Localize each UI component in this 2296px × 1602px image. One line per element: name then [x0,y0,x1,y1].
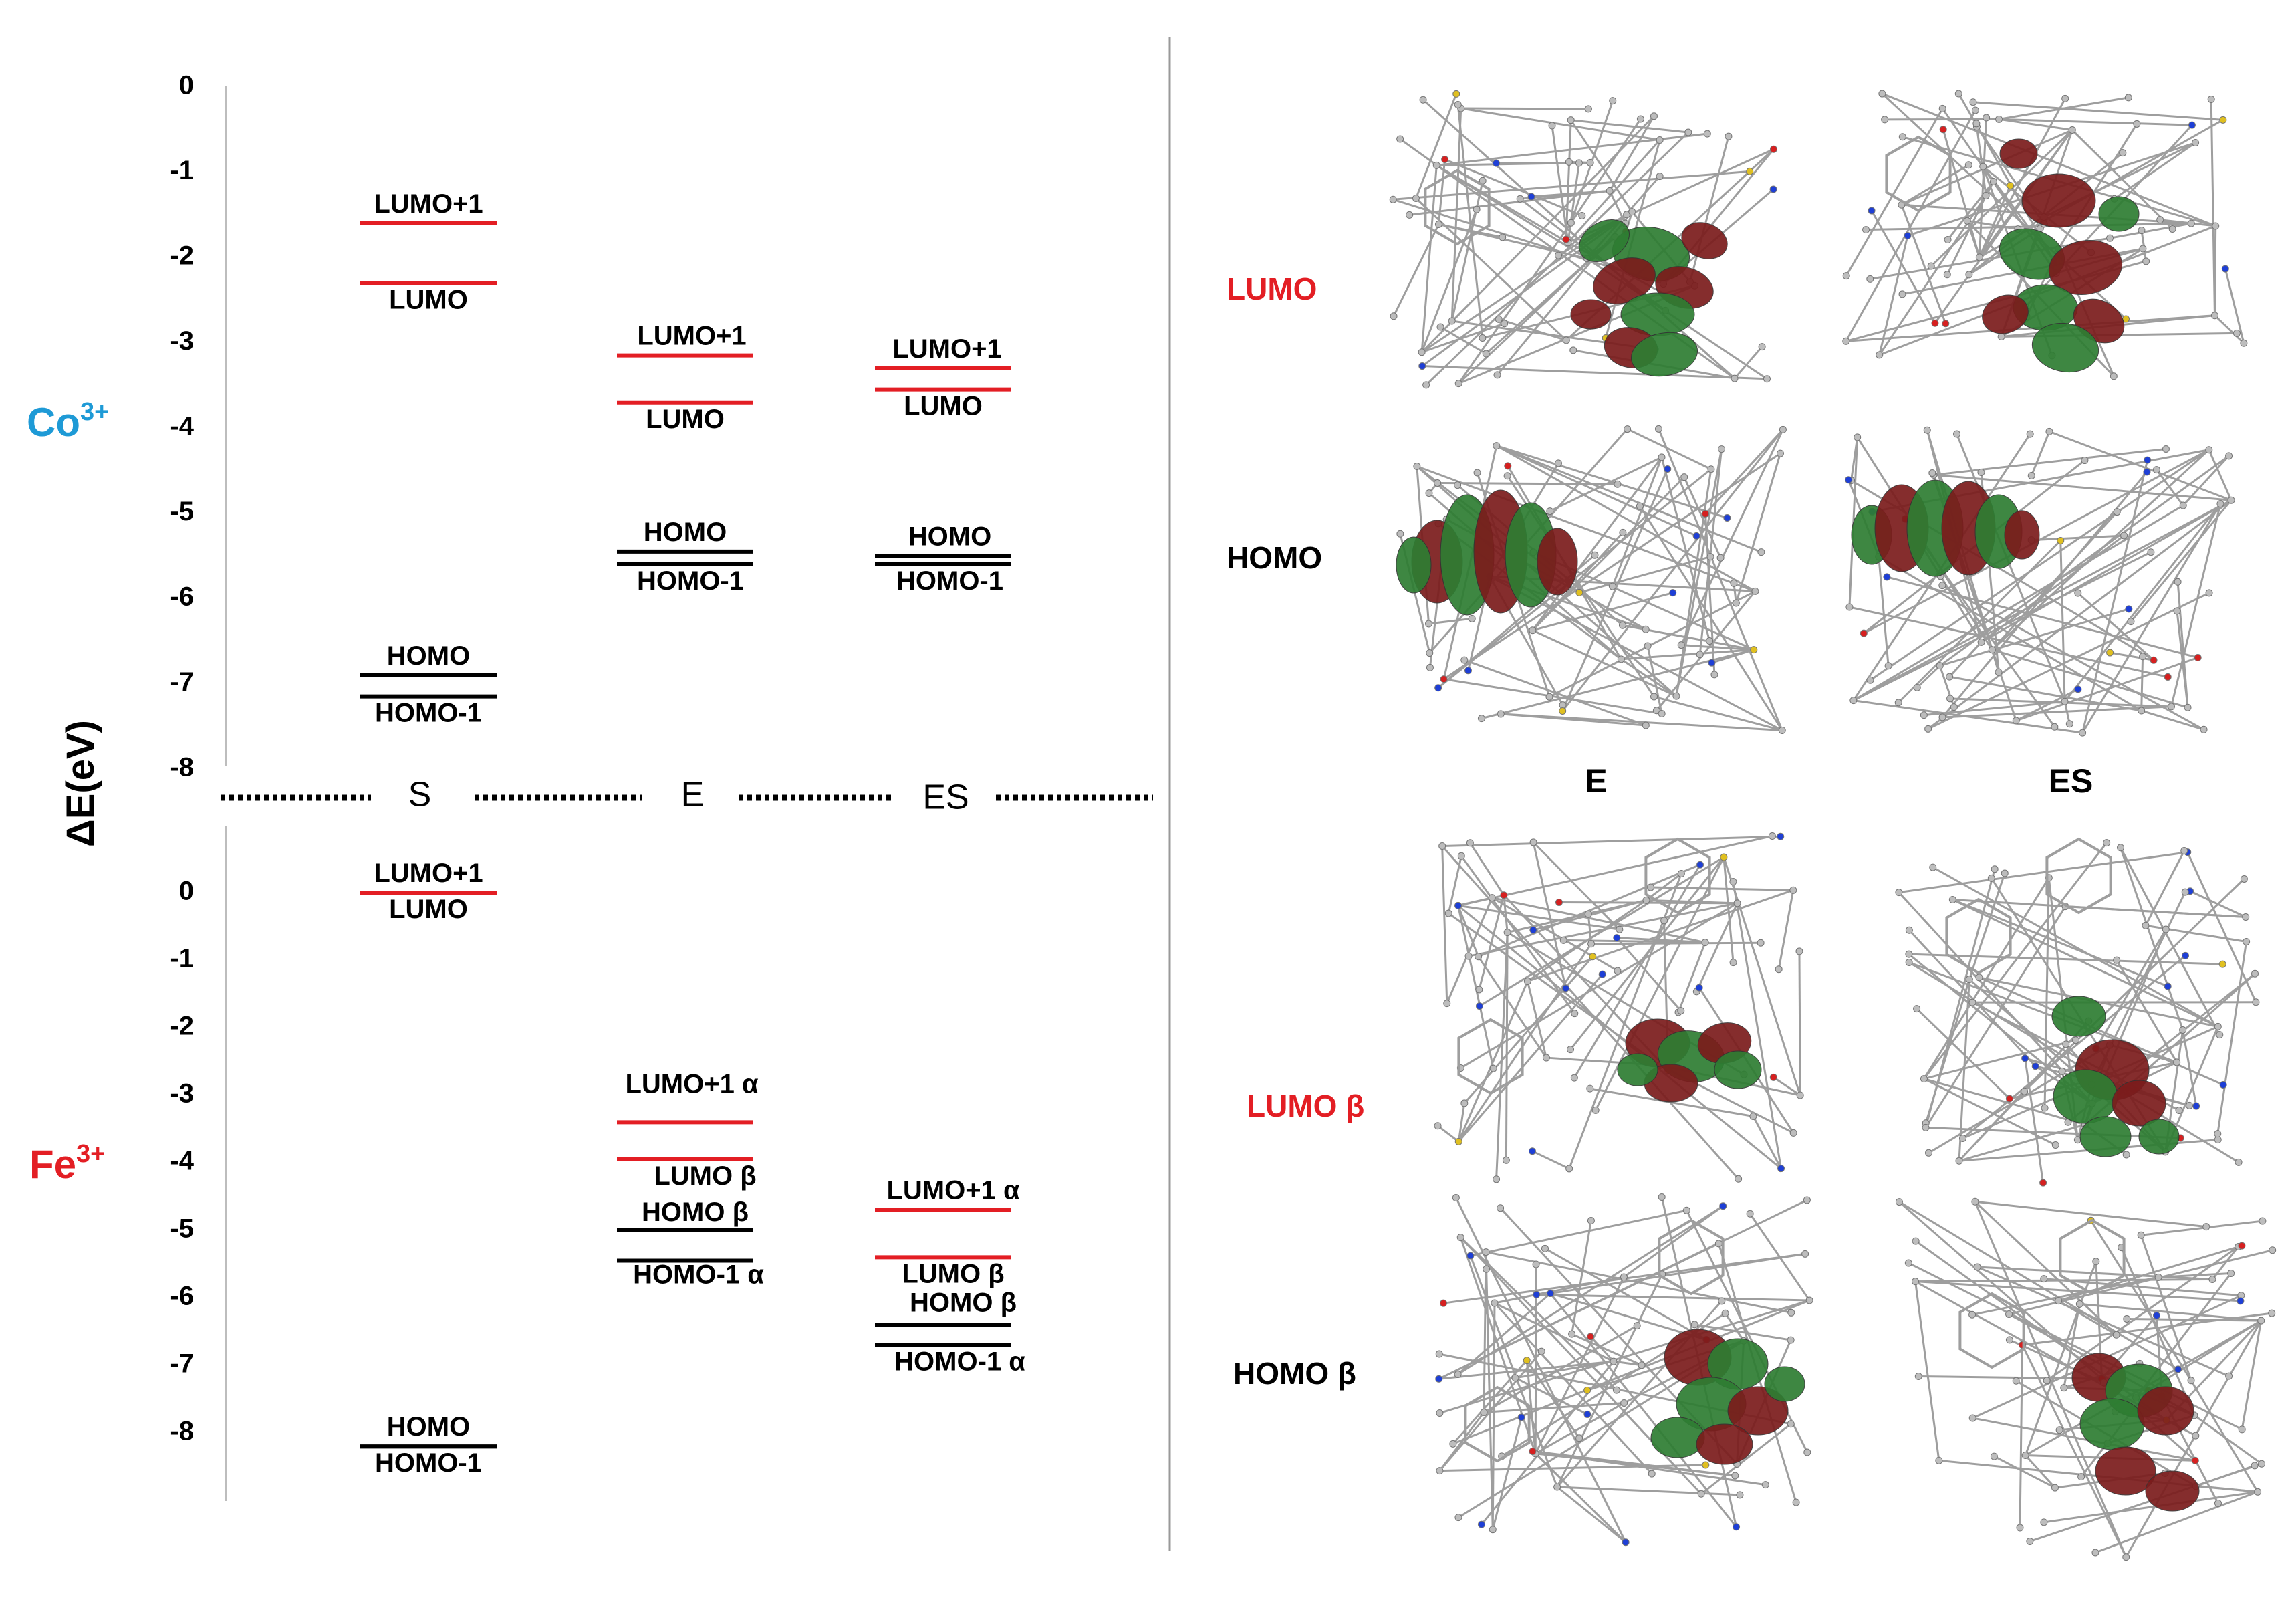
orbital-row-label-lumo: LUMO [1227,271,1317,306]
co-energy-levels: LUMO+1LUMOHOMOHOMO-1LUMO+1LUMOHOMOHOMO-1… [360,189,1011,728]
fe-tick-label: -6 [170,1282,194,1311]
co-level-label: HOMO-1 [896,566,1003,596]
co-level-label: LUMO [646,405,725,434]
orbital-row-label-homo: HOMO [1227,540,1322,575]
co-tick-label: -8 [170,753,194,782]
orbital-row-label-homo-beta: HOMO β [1233,1356,1356,1391]
fe-level-label: HOMO β [642,1197,749,1227]
fe-tick-label: -7 [170,1349,194,1379]
co-level-label: HOMO [387,641,470,671]
orbital-image-fe-homo-es [1895,1197,2277,1561]
separator-label-s: S [408,776,432,814]
co-tick-label: -7 [170,667,194,697]
fe-ion-label: Fe3+ [29,1140,105,1187]
orbital-row-label-lumo-beta: LUMO β [1247,1089,1364,1123]
co-tick-labels: 0 -1 -2 -3 -4 -5 -6 -7 -8 [170,71,194,782]
fe-level-label: LUMO β [654,1161,756,1191]
co-tick-label: -2 [170,241,194,271]
fe-level-label: LUMO+1 α [625,1069,758,1099]
fe-tick-label: 0 [179,877,194,906]
orbital-column-label-es: ES [2049,762,2093,800]
fe-level-label: HOMO-1 [375,1448,482,1478]
orbital-image-fe-lumo-e [1434,832,1804,1183]
fe-level-label: LUMO β [902,1259,1004,1288]
separator-label-e: E [681,776,705,814]
fe-tick-label: -1 [170,944,194,974]
orbital-image-fe-lumo-es [1895,837,2260,1187]
fe-level-label: HOMO-1 α [633,1260,764,1289]
fe-level-label: LUMO+1 α [886,1176,1019,1206]
co-tick-label: -6 [170,582,194,612]
fe-level-label: LUMO+1 [374,859,483,888]
orbital-image-co-homo-e [1396,425,1787,734]
co-level-label: LUMO [389,285,468,314]
orbital-column-label-e: E [1585,762,1607,800]
fe-level-label: LUMO [389,895,468,924]
fe-level-label: HOMO β [910,1288,1017,1317]
co-level-label: HOMO [644,518,727,547]
separator-label-es: ES [922,778,969,817]
orbital-image-co-lumo-es [1842,90,2248,380]
fe-tick-label: -2 [170,1012,194,1041]
co-tick-label: -4 [170,412,194,441]
co-level-label: LUMO+1 [892,334,1001,364]
co-tick-label: -5 [170,497,194,526]
fe-level-label: HOMO-1 α [894,1347,1025,1377]
fe-level-label: HOMO [387,1412,470,1442]
orbital-image-co-homo-es [1845,426,2235,737]
fe-tick-labels: 0 -1 -2 -3 -4 -5 -6 -7 -8 [170,877,194,1446]
co-level-label: LUMO+1 [637,322,746,351]
co-tick-label: -3 [170,326,194,356]
co-level-label: HOMO-1 [375,699,482,728]
co-level-label: HOMO-1 [637,566,744,596]
orbital-panel: LUMO HOMO E ES LUMO β HOMO β [1227,90,2277,1561]
fe-tick-label: -8 [170,1417,194,1446]
y-axis-label: ΔE(eV) [59,720,102,847]
orbital-image-co-lumo-e [1389,90,1777,389]
co-tick-label: 0 [179,71,194,100]
fe-tick-label: -3 [170,1079,194,1109]
co-level-label: LUMO+1 [374,189,483,219]
co-ion-label: Co3+ [27,398,109,445]
fe-tick-label: -5 [170,1214,194,1244]
co-level-label: LUMO [904,392,983,421]
co-level-label: HOMO [908,522,991,551]
fe-tick-label: -4 [170,1147,194,1176]
orbital-image-fe-homo-e [1435,1193,1813,1547]
co-tick-label: -1 [170,156,194,185]
